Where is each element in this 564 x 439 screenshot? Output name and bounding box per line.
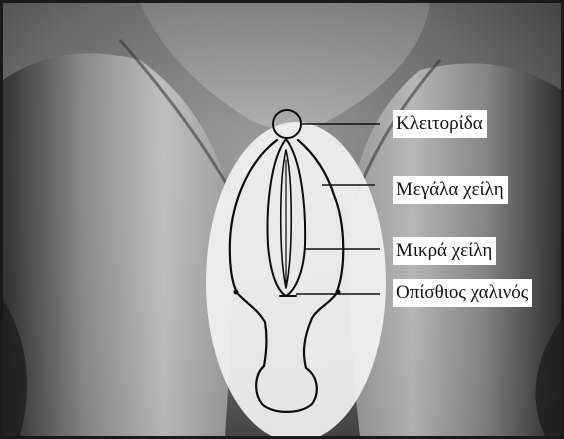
label-posterior-frenulum: Οπίσθιος χαλινός — [393, 279, 532, 307]
label-labia-minora: Μικρά χείλη — [393, 237, 496, 265]
label-clitoris: Κλειτορίδα — [393, 110, 487, 138]
frenulum-dot-left — [234, 290, 238, 294]
label-labia-majora: Μεγάλα χείλη — [393, 176, 508, 204]
